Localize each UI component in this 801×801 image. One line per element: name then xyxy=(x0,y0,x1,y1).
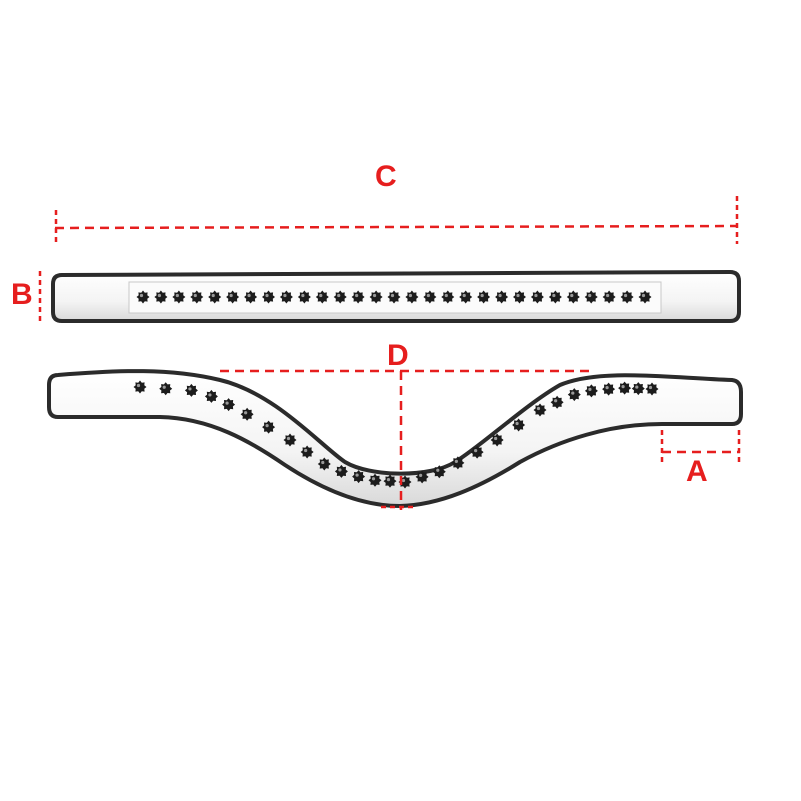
crystal-stone-icon xyxy=(602,290,616,304)
crystal-stone-icon xyxy=(631,382,645,396)
crystal-stone-icon xyxy=(415,470,429,484)
curved-band-body xyxy=(47,369,743,509)
crystal-stone-icon xyxy=(620,290,634,304)
crystal-stone-icon xyxy=(451,456,465,470)
crystal-stone-icon xyxy=(368,473,382,487)
straight-browband xyxy=(51,269,741,323)
crystal-stone-icon xyxy=(222,398,236,412)
crystal-stone-icon xyxy=(351,290,365,304)
crystal-stone-icon xyxy=(240,407,254,421)
crystal-stone-icon xyxy=(136,290,150,304)
crystal-stone-icon xyxy=(172,290,186,304)
dimension-b: B xyxy=(11,271,42,324)
dimension-a-label: A xyxy=(686,455,708,488)
crystal-stone-icon xyxy=(154,290,168,304)
crystal-stone-icon xyxy=(512,418,526,432)
crystal-stone-icon xyxy=(315,290,329,304)
crystal-stone-icon xyxy=(190,290,204,304)
crystal-stone-icon xyxy=(584,384,598,398)
crystal-stone-icon xyxy=(317,457,331,471)
dimension-d-label: D xyxy=(387,339,409,372)
crystal-stone-icon xyxy=(530,290,544,304)
crystal-stone-icon xyxy=(638,290,652,304)
crystal-stone-icon xyxy=(369,290,383,304)
crystal-stone-icon xyxy=(441,290,455,304)
crystal-stone-icon xyxy=(432,465,446,479)
crystal-stone-icon xyxy=(334,464,348,478)
crystal-stone-icon xyxy=(567,388,581,402)
curved-crystal-row xyxy=(133,380,659,489)
crystal-stone-icon xyxy=(602,382,616,396)
crystal-stone-icon xyxy=(383,474,397,488)
curved-browband xyxy=(47,369,743,509)
crystal-stone-icon xyxy=(297,290,311,304)
crystal-stone-icon xyxy=(618,381,632,395)
dimension-a: A xyxy=(660,430,741,488)
dimension-c-label: C xyxy=(375,160,397,193)
dimension-d: D xyxy=(220,339,590,510)
crystal-stone-icon xyxy=(283,433,297,447)
crystal-stone-icon xyxy=(300,445,314,459)
crystal-stone-icon xyxy=(513,290,526,304)
crystal-stone-icon xyxy=(352,470,366,484)
crystal-stone-icon xyxy=(262,420,276,434)
crystal-stone-icon xyxy=(550,395,564,409)
crystal-stone-icon xyxy=(470,445,484,459)
crystal-stone-icon xyxy=(133,380,147,394)
crystal-stone-icon xyxy=(244,290,258,304)
crystal-stone-icon xyxy=(208,290,222,304)
crystal-stone-icon xyxy=(477,290,491,304)
crystal-stone-icon xyxy=(584,290,598,304)
dimension-c-line xyxy=(54,224,739,230)
crystal-stone-icon xyxy=(566,290,580,304)
dimension-b-label: B xyxy=(11,278,33,311)
crystal-stone-icon xyxy=(423,290,437,304)
crystal-stone-icon xyxy=(645,382,659,396)
crystal-stone-icon xyxy=(490,433,504,447)
straight-crystal-row xyxy=(136,290,652,304)
crystal-stone-icon xyxy=(459,290,473,304)
crystal-stone-icon xyxy=(159,382,173,396)
crystal-stone-icon xyxy=(533,403,547,417)
crystal-stone-icon xyxy=(184,383,198,397)
dimension-c: C xyxy=(54,160,739,244)
crystal-stone-icon xyxy=(495,290,509,304)
crystal-stone-icon xyxy=(279,290,293,304)
crystal-stone-icon xyxy=(405,290,419,304)
crystal-stone-icon xyxy=(333,290,347,304)
crystal-stone-icon xyxy=(387,290,401,304)
crystal-stone-icon xyxy=(226,290,240,304)
crystal-stone-icon xyxy=(548,290,562,304)
crystal-stone-icon xyxy=(262,290,275,304)
crystal-stone-icon xyxy=(204,389,218,403)
